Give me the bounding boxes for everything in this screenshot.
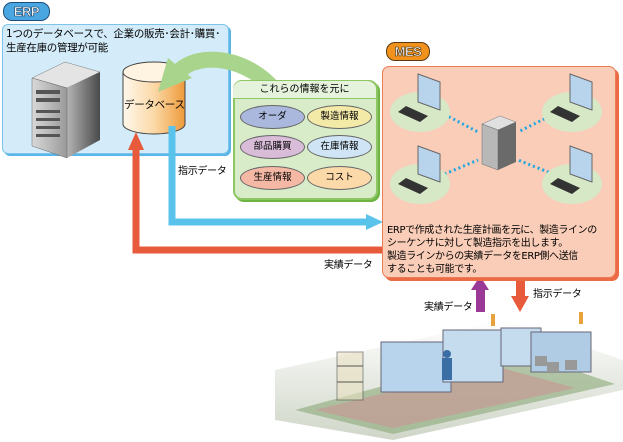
erp-to-mes-label: 指示データ bbox=[178, 166, 227, 177]
info-item-parts-purchase: 部品購買 bbox=[240, 135, 305, 159]
workstation-icon bbox=[390, 145, 450, 204]
workstation-icon bbox=[542, 145, 602, 204]
erp-description-line1: 1つのデータベースで、企業の販売･会計･購買･ bbox=[6, 28, 221, 40]
signal-tower-icon bbox=[491, 314, 495, 326]
workstation-icon bbox=[390, 73, 450, 132]
info-item-inventory: 在庫情報 bbox=[307, 135, 372, 159]
database-label: データベース bbox=[124, 99, 185, 111]
mes-description-line: 製造ラインからの実績データをERP側へ送信 bbox=[387, 251, 578, 262]
workstation-icon bbox=[542, 73, 602, 132]
mes-description-line: することも可能です。 bbox=[387, 264, 482, 275]
mes-network bbox=[390, 73, 602, 204]
info-item-production: 生産情報 bbox=[240, 166, 305, 190]
info-title: これらの情報を元に bbox=[233, 81, 376, 99]
shelf-icon bbox=[336, 351, 364, 401]
mes-badge: MES bbox=[386, 42, 430, 61]
mes-description-line: シーケンサに対して製造指示を出します。 bbox=[387, 238, 568, 249]
instruction-arrow bbox=[168, 126, 368, 226]
line-to-mes-label: 実績データ bbox=[424, 302, 473, 313]
result-arrowhead bbox=[128, 132, 144, 150]
erp-description: 1つのデータベースで、企業の販売･会計･購買･ 生産在庫の管理が可能 bbox=[6, 27, 226, 55]
info-item-cost: コスト bbox=[307, 166, 372, 190]
mes-description: ERPで作成された生産計画を元に、製造ラインの シーケンサに対して製造指示を出し… bbox=[387, 224, 623, 276]
line-result-arrowhead bbox=[471, 276, 489, 290]
info-item-order: オーダ bbox=[240, 105, 305, 129]
production-line-illustration bbox=[275, 312, 623, 440]
signal-tower-icon bbox=[579, 312, 583, 324]
mes-description-line: ERPで作成された生産計画を元に、製造ラインの bbox=[387, 225, 597, 236]
instruction-arrowhead bbox=[366, 214, 383, 230]
erp-description-line2: 生産在庫の管理が可能 bbox=[6, 42, 108, 54]
mes-to-line-arrowhead bbox=[511, 296, 529, 312]
mes-to-line-label: 指示データ bbox=[533, 289, 582, 300]
mes-server-icon bbox=[481, 115, 517, 171]
worker-icon bbox=[442, 350, 452, 380]
erp-badge: ERP bbox=[3, 2, 50, 21]
result-arrow bbox=[132, 148, 383, 254]
mes-to-erp-label: 実績データ bbox=[324, 260, 373, 271]
info-item-manufacturing: 製造情報 bbox=[307, 105, 372, 129]
server-tower-icon bbox=[31, 61, 101, 159]
